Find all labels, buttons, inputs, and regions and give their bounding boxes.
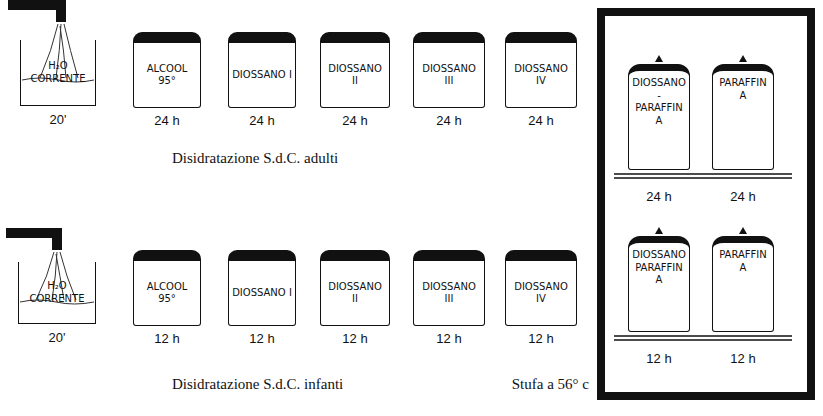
jar-container: DIOSSANO I24 h: [228, 32, 296, 108]
jar-container: ALCOOL 95°12 h: [133, 250, 201, 326]
container-label: DIOSSANO II: [321, 275, 389, 312]
container-label: DIOSSANO I: [229, 281, 295, 306]
duration-label: 12 h: [404, 331, 494, 346]
container-label: DIOSSANO IV: [506, 275, 576, 312]
jar-container: DIOSSANO III12 h: [413, 250, 485, 326]
duration-label: 24 h: [404, 113, 494, 128]
oven-shelf: [614, 174, 792, 340]
container-label: DIOSSANO III: [414, 57, 484, 94]
duration-label: 24 h: [496, 113, 586, 128]
beaker-container: H₂O CORRENTE20': [20, 40, 96, 106]
container-label: DIOSSANO III: [414, 275, 484, 312]
caption-label: Disidratazione S.d.C. adulti: [172, 150, 338, 167]
container-label: H₂O CORRENTE: [21, 54, 95, 91]
container-label: DIOSSANO PARAFFINA: [629, 243, 689, 293]
pot-container: PARAFFINA24 h: [712, 64, 774, 170]
duration-label: 12 h: [619, 351, 699, 366]
container-label: DIOSSANO-PARAFFINA: [629, 71, 689, 133]
duration-label: 12 h: [219, 331, 305, 346]
container-label: ALCOOL 95°: [134, 57, 200, 94]
container-label: DIOSSANO II: [321, 57, 389, 94]
duration-label: 24 h: [311, 113, 399, 128]
container-label: DIOSSANO I: [229, 63, 295, 88]
container-label: PARAFFINA: [713, 243, 773, 280]
tap: [6, 228, 62, 250]
container-label: DIOSSANO IV: [506, 57, 576, 94]
duration-label: 12 h: [496, 331, 586, 346]
beaker-container: H₂O CORRENTE20': [18, 262, 96, 324]
duration-label: 12 h: [124, 331, 210, 346]
oven-caption: Stufa a 56° c: [512, 376, 589, 393]
tap: [8, 0, 66, 22]
duration-label: 12 h: [703, 351, 783, 366]
pot-container: DIOSSANO PARAFFINA12 h: [628, 236, 690, 332]
duration-label: 24 h: [703, 189, 783, 204]
jar-container: DIOSSANO III24 h: [413, 32, 485, 108]
duration-label: 12 h: [311, 331, 399, 346]
duration-label: 24 h: [124, 113, 210, 128]
duration-label: 20': [11, 112, 105, 127]
jar-container: DIOSSANO IV12 h: [505, 250, 577, 326]
jar-container: ALCOOL 95°24 h: [133, 32, 201, 108]
container-label: PARAFFINA: [713, 71, 773, 108]
jar-container: DIOSSANO IV24 h: [505, 32, 577, 108]
jar-container: DIOSSANO I12 h: [228, 250, 296, 326]
caption-label: Disidratazione S.d.C. infanti: [172, 376, 343, 393]
pot-container: PARAFFINA12 h: [712, 236, 774, 332]
duration-label: 24 h: [219, 113, 305, 128]
duration-label: 24 h: [619, 189, 699, 204]
oven-box: Stufa a 56° cDIOSSANO-PARAFFINA24 hPARAF…: [597, 8, 815, 400]
container-label: H₂O CORRENTE: [19, 274, 95, 311]
duration-label: 20': [9, 330, 105, 345]
pot-container: DIOSSANO-PARAFFINA24 h: [628, 64, 690, 170]
jar-container: DIOSSANO II24 h: [320, 32, 390, 108]
container-label: ALCOOL 95°: [134, 275, 200, 312]
jar-container: DIOSSANO II12 h: [320, 250, 390, 326]
